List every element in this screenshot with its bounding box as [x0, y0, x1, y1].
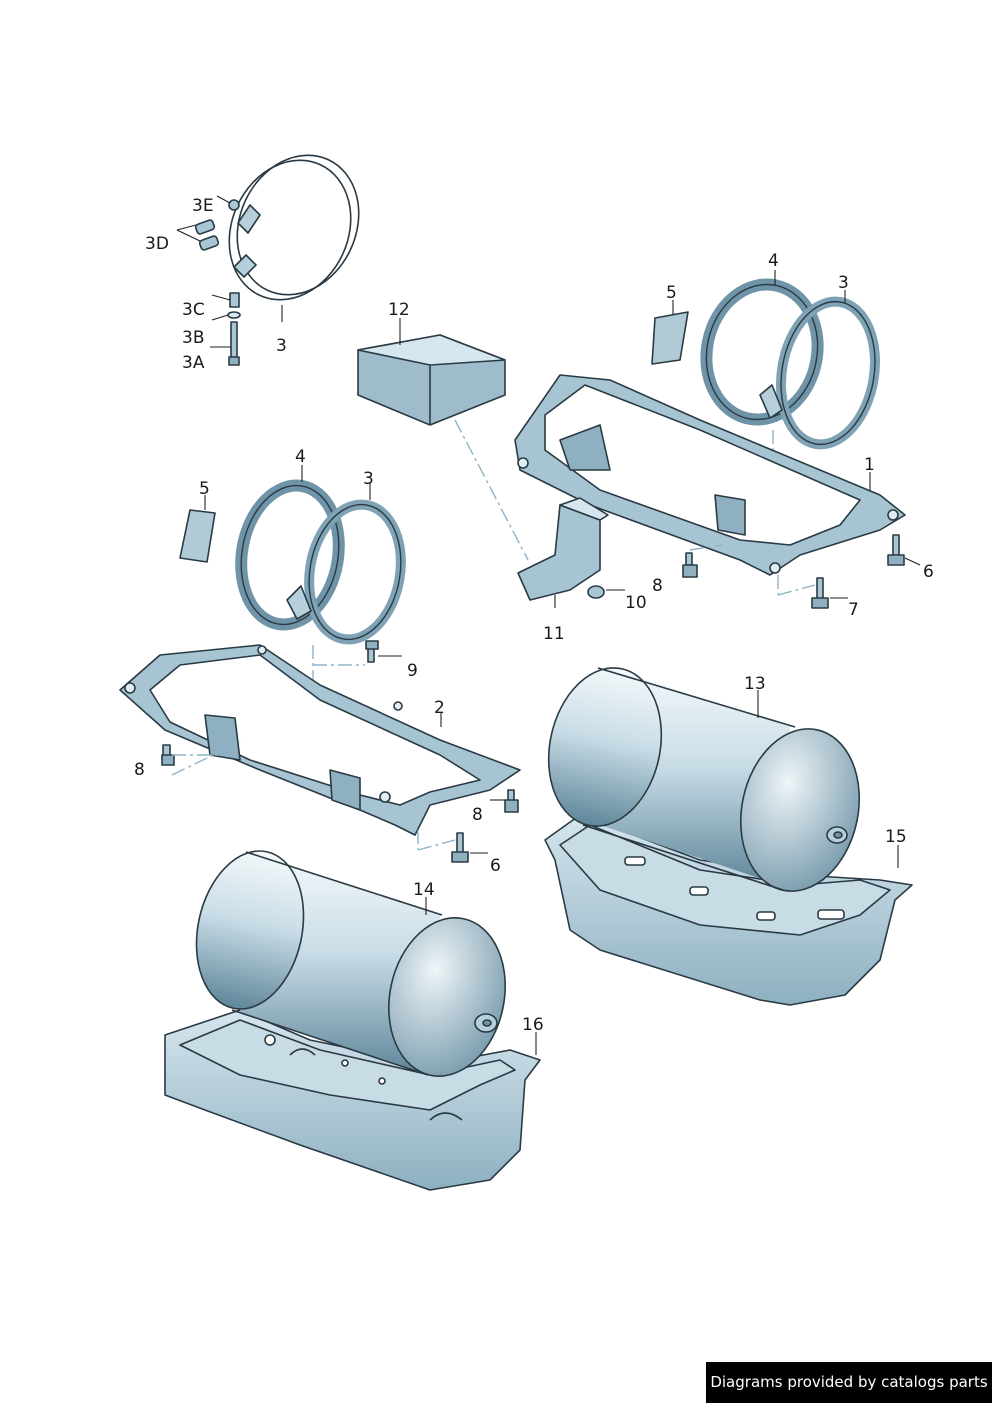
- strap-3-right: [759, 296, 880, 450]
- label-3-right: 3: [838, 273, 849, 293]
- clip-8-right: [682, 552, 698, 578]
- bracket-11: [517, 497, 609, 601]
- label-8-left: 8: [134, 760, 145, 780]
- tank-14: [195, 850, 506, 1077]
- strap-hardware: [194, 199, 241, 366]
- label-3-top: 3: [276, 336, 287, 356]
- frame-2: [119, 644, 521, 836]
- label-12: 12: [388, 300, 410, 320]
- bolt-6-right: [887, 534, 905, 566]
- band-4-right: [700, 278, 824, 426]
- label-8-mid: 8: [472, 805, 483, 825]
- tank-13: [547, 667, 861, 892]
- label-11: 11: [543, 624, 565, 644]
- clip-8-mid: [504, 789, 519, 813]
- nut-10: [587, 585, 605, 599]
- label-9: 9: [407, 661, 418, 681]
- bolt-6-mid: [451, 832, 469, 863]
- label-8-right: 8: [652, 576, 663, 596]
- label-2: 2: [434, 698, 445, 718]
- clip-8-left: [161, 744, 175, 766]
- label-15: 15: [885, 827, 907, 847]
- pad-5-left: [179, 509, 216, 563]
- label-10: 10: [625, 593, 647, 613]
- label-16: 16: [522, 1015, 544, 1035]
- clip-9: [365, 640, 379, 663]
- label-3-left: 3: [363, 469, 374, 489]
- label-4-right: 4: [768, 251, 779, 271]
- label-14: 14: [413, 880, 435, 900]
- label-3D: 3D: [145, 234, 169, 254]
- label-6-right: 6: [923, 562, 934, 582]
- frame-1: [514, 374, 906, 576]
- label-4-left: 4: [295, 447, 306, 467]
- strap-ring-top-left: [228, 154, 360, 301]
- label-3B: 3B: [182, 328, 204, 348]
- tray-16: [164, 1009, 541, 1191]
- label-3E: 3E: [192, 196, 214, 216]
- label-3A: 3A: [182, 353, 205, 373]
- label-6-mid: 6: [490, 856, 501, 876]
- label-7: 7: [848, 600, 859, 620]
- strap-3-left: [286, 499, 406, 645]
- label-13: 13: [744, 674, 766, 694]
- credit-banner: Diagrams provided by catalogs parts: [706, 1362, 992, 1403]
- label-1: 1: [864, 455, 875, 475]
- pad-5-right: [651, 311, 689, 365]
- label-5-left: 5: [199, 479, 210, 499]
- label-3C: 3C: [182, 300, 205, 320]
- bolt-7: [811, 577, 829, 609]
- label-5-right: 5: [666, 283, 677, 303]
- band-4-left: [235, 479, 345, 631]
- cover-12: [357, 334, 506, 426]
